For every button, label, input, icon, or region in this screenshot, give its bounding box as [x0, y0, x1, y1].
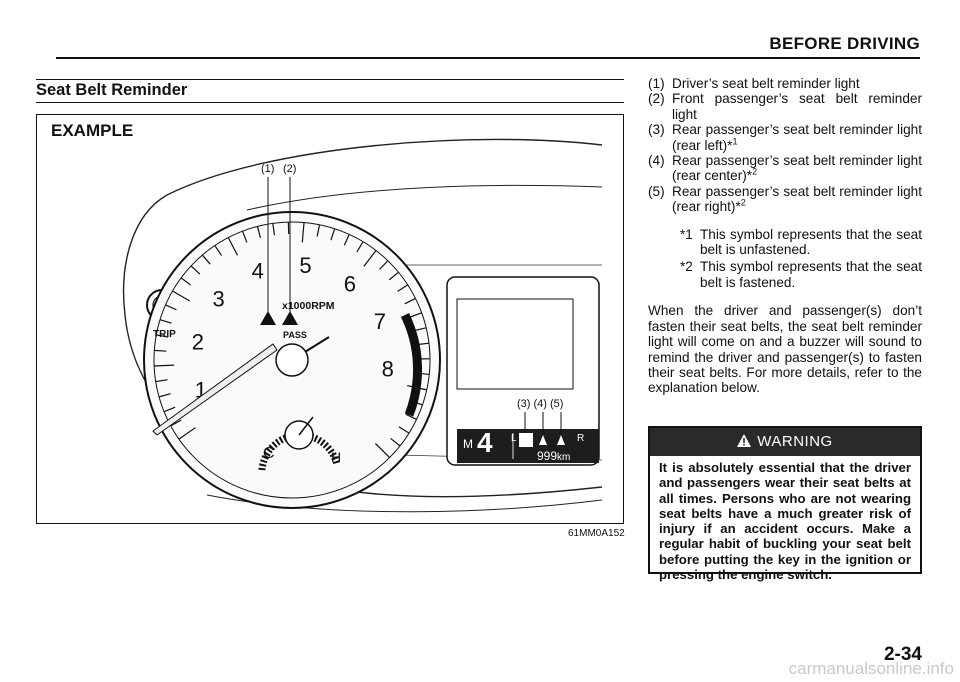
figure-code: 61MM0A152	[568, 528, 625, 539]
warning-box: WARNING It is absolutely essential that …	[648, 426, 922, 582]
header-rule	[56, 57, 920, 59]
section-rule-bottom	[36, 102, 624, 103]
header-section-title: BEFORE DRIVING	[769, 34, 920, 53]
temp-hot-label: H	[331, 449, 342, 465]
tach-numeral: 5	[299, 253, 311, 278]
page-number: 2-34	[883, 644, 922, 665]
description-column: (1)Driver’s seat belt reminder light (2)…	[648, 76, 922, 396]
list-item: (3)Rear passenger’s seat belt reminder l…	[648, 122, 922, 153]
passenger-seatbelt-icon	[282, 311, 298, 325]
section-title: Seat Belt Reminder	[36, 81, 188, 99]
tach-numeral: 7	[374, 309, 386, 334]
tach-tick	[227, 237, 239, 256]
warning-text: It is absolutely essential that the driv…	[659, 460, 911, 583]
tach-tick	[414, 327, 427, 332]
temp-cold-label: C	[263, 445, 275, 462]
callout-1-label: (1)	[261, 163, 275, 175]
gear-indicator: 4	[477, 427, 493, 458]
seat-right-label: R	[577, 433, 585, 444]
body-paragraph: When the driver and passenger(s) don’t f…	[648, 303, 922, 396]
odometer-readout: 999km	[537, 449, 570, 463]
tach-tick	[316, 224, 321, 237]
tach-tick	[163, 406, 176, 413]
tach-tick	[405, 413, 417, 420]
warning-triangle-icon	[737, 434, 752, 447]
pass-label: PASS	[283, 330, 307, 340]
tach-tick	[388, 271, 399, 281]
lcd-display-panel	[446, 276, 600, 466]
tach-tick	[272, 223, 276, 236]
list-item: (4)Rear passenger’s seat belt reminder l…	[648, 153, 922, 184]
tach-tick	[301, 222, 305, 243]
callout-345-label: (3) (4) (5)	[517, 398, 564, 410]
tach-tick	[172, 290, 191, 302]
tach-numeral: 4	[252, 258, 264, 283]
tach-tick	[390, 437, 401, 447]
tach-tick	[170, 419, 182, 427]
tach-tick	[397, 284, 409, 292]
rpm-unit-label: x1000RPM	[282, 300, 335, 312]
tach-numeral: 2	[192, 330, 204, 355]
tach-tick	[375, 443, 391, 459]
tach-numeral: 6	[344, 271, 356, 296]
tach-tick	[379, 260, 389, 270]
seat-left-label: L	[511, 433, 517, 444]
trip-label: TRIP	[153, 329, 176, 340]
tach-numeral: 3	[212, 286, 224, 311]
tach-tick	[241, 230, 248, 243]
tach-tick	[165, 304, 177, 311]
tach-tick	[330, 228, 336, 241]
tach-tick	[154, 364, 175, 367]
section-rule-top	[36, 79, 624, 80]
list-item: (5)Rear passenger’s seat belt reminder l…	[648, 183, 922, 215]
figure-label: EXAMPLE	[51, 121, 134, 140]
tach-tick	[158, 393, 171, 398]
tach-numeral: 8	[382, 356, 394, 381]
tach-tick	[201, 254, 211, 265]
indicator-list: (1)Driver’s seat belt reminder light (2)…	[648, 76, 922, 215]
list-item: (2)Front passenger’s seat belt reminder …	[648, 91, 922, 122]
odometer-value: 999	[537, 449, 558, 463]
tach-tick	[159, 319, 172, 324]
watermark: carmanualsonline.info	[788, 659, 954, 678]
tach-tick	[214, 245, 223, 256]
warning-header: WARNING	[650, 428, 920, 456]
tach-tick	[256, 226, 262, 239]
tach-tick	[356, 241, 364, 253]
tach-tick	[363, 250, 377, 267]
warning-title: WARNING	[757, 433, 833, 450]
tach-tick	[404, 297, 416, 305]
tach-tick	[398, 426, 410, 434]
tach-tick	[190, 265, 201, 275]
tach-tick	[154, 349, 167, 352]
tach-tick	[180, 277, 192, 286]
tach-tick	[156, 334, 169, 338]
odometer-unit: km	[557, 452, 571, 463]
list-item: (1)Driver’s seat belt reminder light	[648, 76, 860, 91]
tach-tick	[178, 427, 196, 440]
tach-tick	[343, 234, 350, 246]
driver-seatbelt-icon	[260, 311, 276, 325]
gear-mode-label: M	[463, 437, 473, 451]
tach-tick	[155, 379, 168, 383]
callout-2-label: (2)	[283, 163, 297, 175]
